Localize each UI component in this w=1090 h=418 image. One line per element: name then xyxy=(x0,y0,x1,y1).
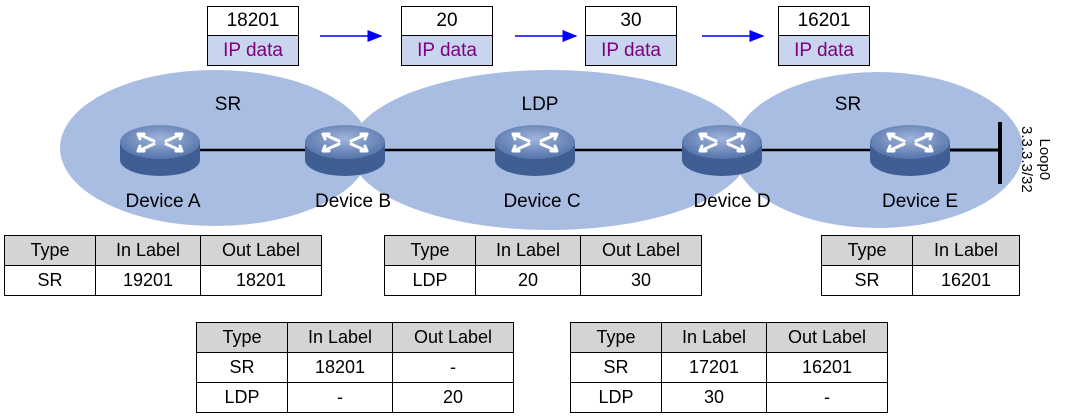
router-icon[interactable] xyxy=(120,125,200,176)
table-header-row: Type In Label xyxy=(821,235,1020,266)
cell-out-label: - xyxy=(766,382,888,413)
packet-3: 30 IP data xyxy=(585,6,677,66)
table-row: SR 18201 - xyxy=(196,352,514,383)
cell-type: LDP xyxy=(196,382,288,413)
table-header-row: Type In Label Out Label xyxy=(570,322,888,353)
domain-label-ldp: LDP xyxy=(521,94,559,115)
col-header-type: Type xyxy=(821,235,913,266)
cell-in-label: 17201 xyxy=(661,352,767,383)
packet-1: 18201 IP data xyxy=(207,6,299,66)
cell-in-label: 20 xyxy=(475,265,581,296)
cell-out-label: 20 xyxy=(392,382,514,413)
cell-type: SR xyxy=(570,352,662,383)
label-table-device-e: Type In Label SR 16201 xyxy=(821,235,1020,296)
col-header-type: Type xyxy=(196,322,288,353)
cell-out-label: 18201 xyxy=(200,265,322,296)
device-label-b: Device B xyxy=(314,191,392,212)
cell-out-label: 30 xyxy=(580,265,702,296)
col-header-type: Type xyxy=(384,235,476,266)
device-label-a: Device A xyxy=(125,191,201,212)
col-header-type: Type xyxy=(4,235,96,266)
label-table-device-d: Type In Label Out Label SR 17201 16201 L… xyxy=(570,322,888,413)
loopback-name: Loop0 xyxy=(1036,138,1053,181)
device-label-d: Device D xyxy=(693,191,771,212)
col-header-out-label: Out Label xyxy=(766,322,888,353)
col-header-out-label: Out Label xyxy=(580,235,702,266)
cell-in-label: 18201 xyxy=(287,352,393,383)
packet-label: 18201 xyxy=(207,6,299,35)
col-header-type: Type xyxy=(570,322,662,353)
cell-type: SR xyxy=(4,265,96,296)
cell-in-label: - xyxy=(287,382,393,413)
table-row: SR 17201 16201 xyxy=(570,352,888,383)
cell-type: LDP xyxy=(570,382,662,413)
domain-label-sr-left: SR xyxy=(214,94,242,115)
label-table-device-b: Type In Label Out Label SR 18201 - LDP -… xyxy=(196,322,514,413)
table-row: SR 16201 xyxy=(821,265,1020,296)
cell-out-label: - xyxy=(392,352,514,383)
col-header-in-label: In Label xyxy=(912,235,1020,266)
packet-4: 16201 IP data xyxy=(778,6,870,66)
table-row: LDP 20 30 xyxy=(384,265,702,296)
label-table-device-c: Type In Label Out Label LDP 20 30 xyxy=(384,235,702,296)
table-row: LDP 30 - xyxy=(570,382,888,413)
packet-2: 20 IP data xyxy=(401,6,493,66)
col-header-out-label: Out Label xyxy=(392,322,514,353)
loopback-label: Loop0 3.3.3.3/32 xyxy=(1017,126,1053,193)
router-icon[interactable] xyxy=(870,125,950,176)
router-icon[interactable] xyxy=(495,125,575,176)
device-label-c: Device C xyxy=(503,191,581,212)
col-header-out-label: Out Label xyxy=(200,235,322,266)
cell-type: SR xyxy=(196,352,288,383)
domain-label-sr-right: SR xyxy=(834,94,862,115)
table-header-row: Type In Label Out Label xyxy=(196,322,514,353)
device-label-e: Device E xyxy=(881,191,959,212)
packet-label: 20 xyxy=(401,6,493,35)
cell-type: LDP xyxy=(384,265,476,296)
col-header-in-label: In Label xyxy=(287,322,393,353)
packet-payload: IP data xyxy=(585,35,677,66)
table-row: SR 19201 18201 xyxy=(4,265,322,296)
packet-label: 16201 xyxy=(778,6,870,35)
router-icon[interactable] xyxy=(682,125,762,176)
cell-out-label: 16201 xyxy=(766,352,888,383)
col-header-in-label: In Label xyxy=(95,235,201,266)
table-header-row: Type In Label Out Label xyxy=(384,235,702,266)
cell-in-label: 30 xyxy=(661,382,767,413)
packet-payload: IP data xyxy=(401,35,493,66)
packet-payload: IP data xyxy=(207,35,299,66)
col-header-in-label: In Label xyxy=(661,322,767,353)
domain-sr-left-area xyxy=(60,70,370,226)
router-icon[interactable] xyxy=(305,125,385,176)
table-header-row: Type In Label Out Label xyxy=(4,235,322,266)
col-header-in-label: In Label xyxy=(475,235,581,266)
loopback-address: 3.3.3.3/32 xyxy=(1018,126,1035,193)
packet-payload: IP data xyxy=(778,35,870,66)
table-row: LDP - 20 xyxy=(196,382,514,413)
cell-in-label: 19201 xyxy=(95,265,201,296)
packet-label: 30 xyxy=(585,6,677,35)
cell-in-label: 16201 xyxy=(912,265,1020,296)
label-table-device-a: Type In Label Out Label SR 19201 18201 xyxy=(4,235,322,296)
cell-type: SR xyxy=(821,265,913,296)
